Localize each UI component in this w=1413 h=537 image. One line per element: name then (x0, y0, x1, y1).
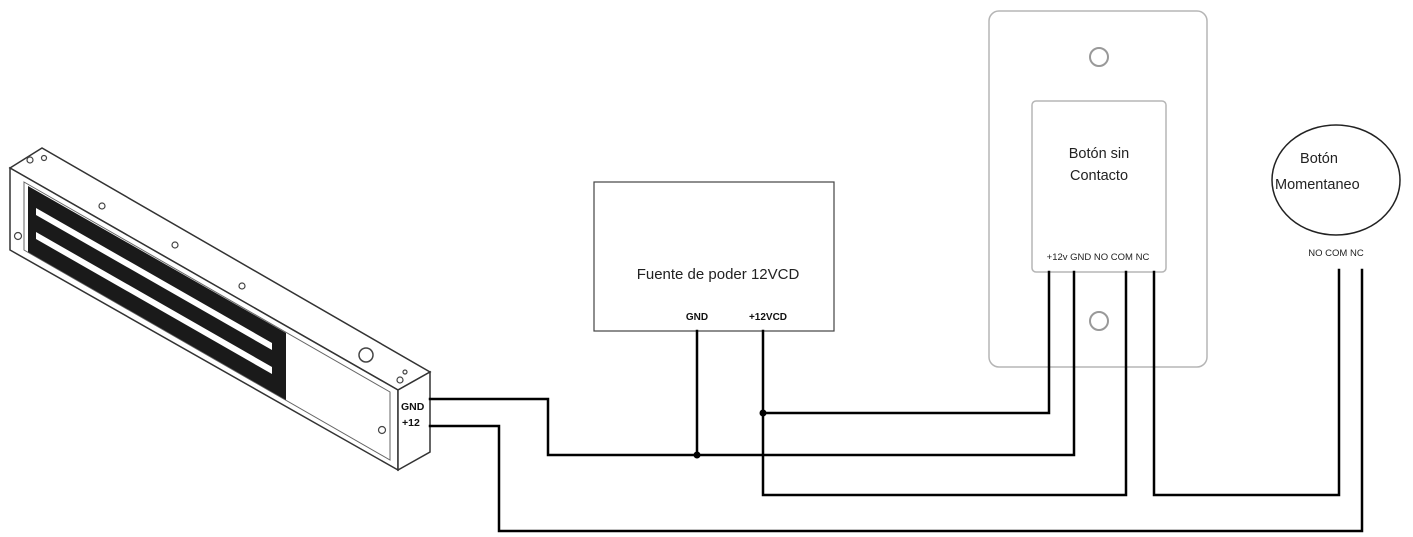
contactless-button-screw-top (1089, 47, 1109, 67)
lock-magnet-core (28, 186, 286, 400)
wire-junction (759, 409, 767, 417)
momentary-button-title-line2: Momentaneo (1275, 177, 1360, 193)
wire-12v-to-com (761, 270, 1128, 497)
lock-screw-hole (402, 369, 408, 375)
contactless-button-screw-bottom (1089, 311, 1109, 331)
wire-lock-12v-to-momentary-nc (428, 268, 1364, 533)
contactless-button-title-line1: Botón sin (1069, 146, 1129, 162)
lock-screw-hole (238, 282, 246, 290)
wire-junction (693, 451, 701, 459)
lock-inner-frame (23, 181, 391, 461)
wire-psu-12v (761, 270, 1051, 415)
contactless-button-module (1031, 100, 1167, 273)
contactless-button-title-line2: Contacto (1070, 168, 1128, 184)
lock-screw-hole (98, 202, 106, 210)
power-supply-12v-label: +12VCD (749, 312, 787, 323)
wires (428, 268, 1364, 533)
lock-screw-hole (396, 376, 404, 384)
power-supply-title: Fuente de poder 12VCD (637, 266, 800, 283)
lock-screw-hole (40, 154, 48, 162)
lock-screw-hole (171, 241, 179, 249)
power-supply-box (593, 181, 835, 332)
lock-gnd-label: GND (401, 401, 425, 413)
momentary-button-terminals: NO COM NC (1308, 248, 1364, 259)
lock-screw-hole (13, 231, 23, 241)
lock-screw-hole (358, 347, 374, 363)
lock-screw-hole (26, 156, 34, 164)
momentary-button-title-line1: Botón (1300, 151, 1338, 167)
wire-nc-to-momentary-com (1152, 268, 1341, 497)
wire-gnd-bus (428, 270, 1076, 457)
lock-12v-label: +12 (402, 417, 420, 429)
contactless-button-terminals: +12v GND NO COM NC (1047, 252, 1150, 263)
lock-magnet-groove-1 (36, 208, 272, 350)
momentary-button-circle (1271, 124, 1401, 236)
lock-end-face (397, 370, 431, 472)
lock-magnet-groove-2 (36, 232, 272, 374)
momentary-button: Botón Momentaneo NO COM NC (1271, 124, 1401, 259)
power-supply-gnd-label: GND (686, 312, 708, 323)
lock-screw-hole (377, 425, 387, 435)
magnetic-lock: GND +12 (8, 147, 432, 472)
power-supply: Fuente de poder 12VCD GND +12VCD (593, 181, 835, 332)
contactless-button: Botón sin Contacto +12v GND NO COM NC (988, 10, 1208, 368)
